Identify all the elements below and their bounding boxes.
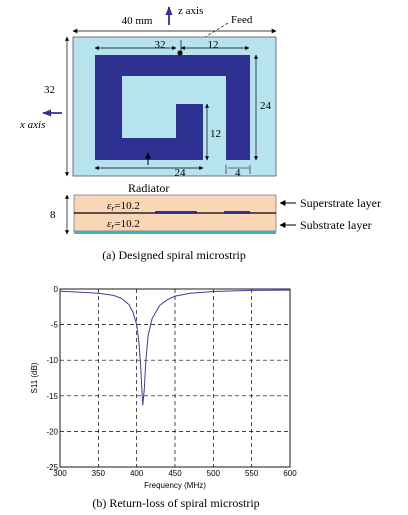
eps-bottom: εr=10.2 [107,218,140,231]
feed-label: Feed [231,14,253,26]
series-points [59,290,291,406]
superstrate-label: Superstrate layer [300,196,381,210]
dim-24-right-label: 24 [260,100,272,112]
x-tick-labels: 300 350 400 450 500 550 600 [53,469,297,478]
dim-12-inner-label: 12 [210,128,221,140]
y-tick-label: -5 [51,321,59,330]
z-axis-label: z axis [178,5,203,17]
x-tick-label: 400 [130,469,144,478]
y-tick-label: -15 [46,392,58,401]
dim-12-top-label: 12 [208,39,219,51]
feed-point [177,50,183,56]
dim-4-label: 4 [235,167,241,179]
y-axis-label: S11 (dB) [30,362,39,393]
radiator-label: Radiator [128,181,169,195]
caption-b: (b) Return-loss of spiral microstrip [92,496,259,510]
x-tick-label: 300 [53,469,67,478]
y-tick-label: 0 [54,285,59,294]
substrate-label: Substrate layer [300,218,372,232]
ground-plane [74,231,276,234]
microstrip-segment-1 [155,211,197,214]
microstrip-segment-2 [224,211,250,214]
series-line-s11 [59,289,291,406]
dim-40-label: 40 mm [122,15,153,27]
plot-frame [59,288,291,468]
caption-a: (a) Designed spiral microstrip [102,248,246,262]
y-tick-label: -10 [46,356,58,365]
figure-a: 40 mm z axis Feed 32 12 24 12 [19,5,381,262]
y-tick-label: -20 [46,427,58,436]
dim-8-label: 8 [50,209,56,221]
spiral-radiator [95,55,250,160]
x-tick-label: 550 [245,469,259,478]
dim-32-top-label: 32 [155,39,166,51]
y-tick-labels: 0 -5 -10 -15 -20 -25 [46,285,58,472]
x-axis-label: x axis [19,119,45,131]
x-tick-label: 600 [283,469,297,478]
x-tick-label: 450 [168,469,182,478]
eps-top: εr=10.2 [107,200,140,213]
dim-24-bottom-label: 24 [175,167,187,179]
dim-32-left-label: 32 [44,84,55,96]
y-tick-label: -25 [46,463,58,472]
dim-40-bg [116,13,158,27]
x-axis-label: Frequency (MHz) [144,481,206,490]
x-tick-label: 350 [92,469,106,478]
s11-chart: 300 350 400 450 500 550 600 0 -5 -10 -15 -20 -25 Fr… [30,285,297,490]
grid [60,289,290,467]
x-tick-label: 500 [207,469,221,478]
